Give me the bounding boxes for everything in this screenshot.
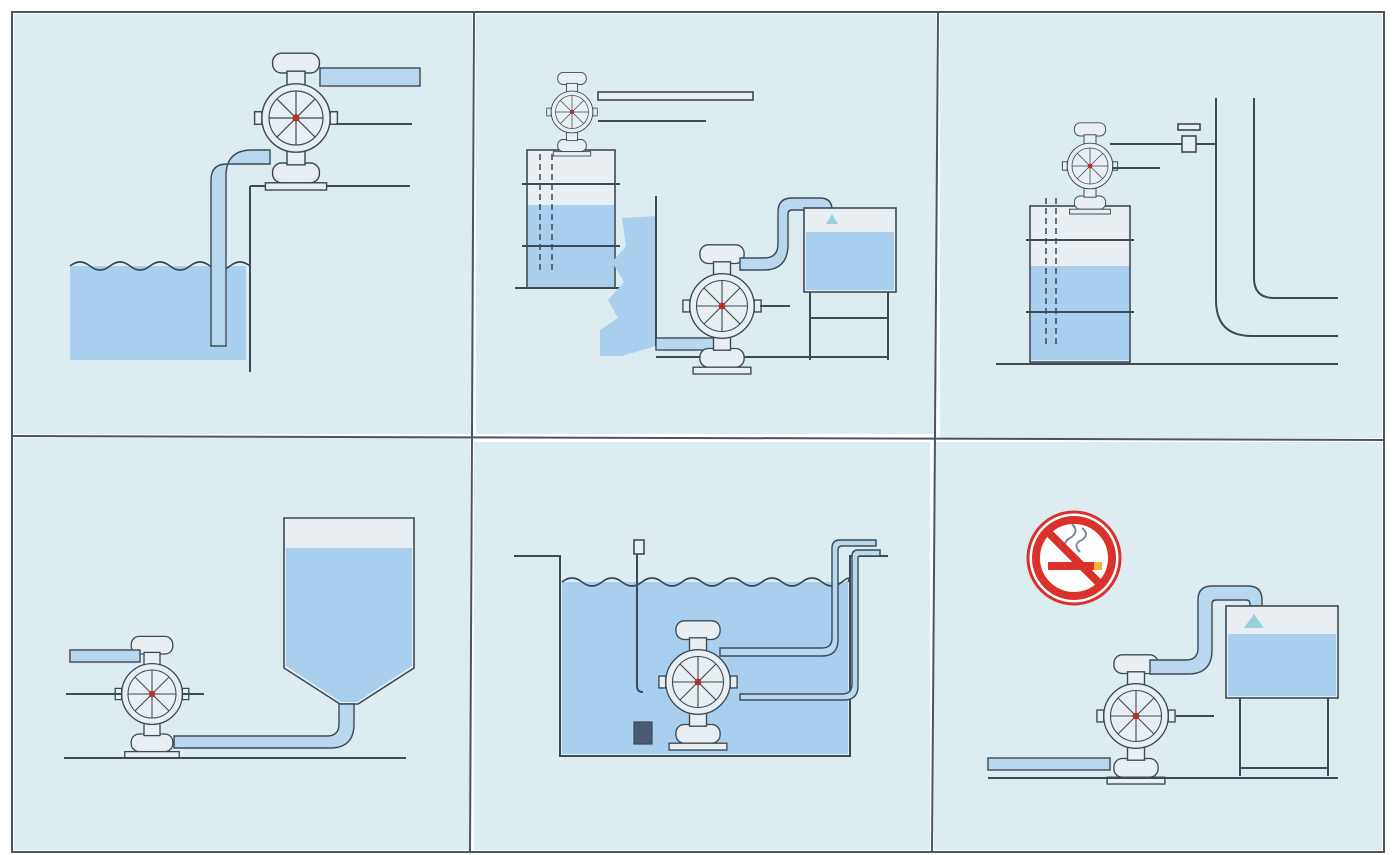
suction-pipe xyxy=(210,149,271,347)
wall-channel xyxy=(1215,98,1338,337)
air-valve xyxy=(1181,135,1197,153)
discharge-pipe xyxy=(597,91,754,101)
liquid-pit xyxy=(600,216,656,356)
discharge-pipe xyxy=(739,197,833,271)
discharge-pipe xyxy=(319,67,421,87)
panel-drum-and-transfer xyxy=(476,14,936,434)
panel-no-smoking-transfer xyxy=(934,442,1382,850)
discharge-pipe xyxy=(719,539,877,657)
panel-drum-wall-mounted xyxy=(940,14,1382,438)
panel-suction-lift xyxy=(14,14,472,434)
filter-box xyxy=(633,721,653,745)
discharge-pipe xyxy=(69,649,141,663)
suction-pipe xyxy=(173,703,355,749)
panel-grid xyxy=(11,11,1385,853)
panel-hopper-flooded-suction xyxy=(14,438,470,850)
suction-pipe xyxy=(655,337,715,351)
suction-pipe xyxy=(987,757,1111,771)
panel-submerged-pump xyxy=(474,442,930,850)
air-inlet xyxy=(633,539,645,555)
no-smoking-icon xyxy=(1026,510,1122,606)
